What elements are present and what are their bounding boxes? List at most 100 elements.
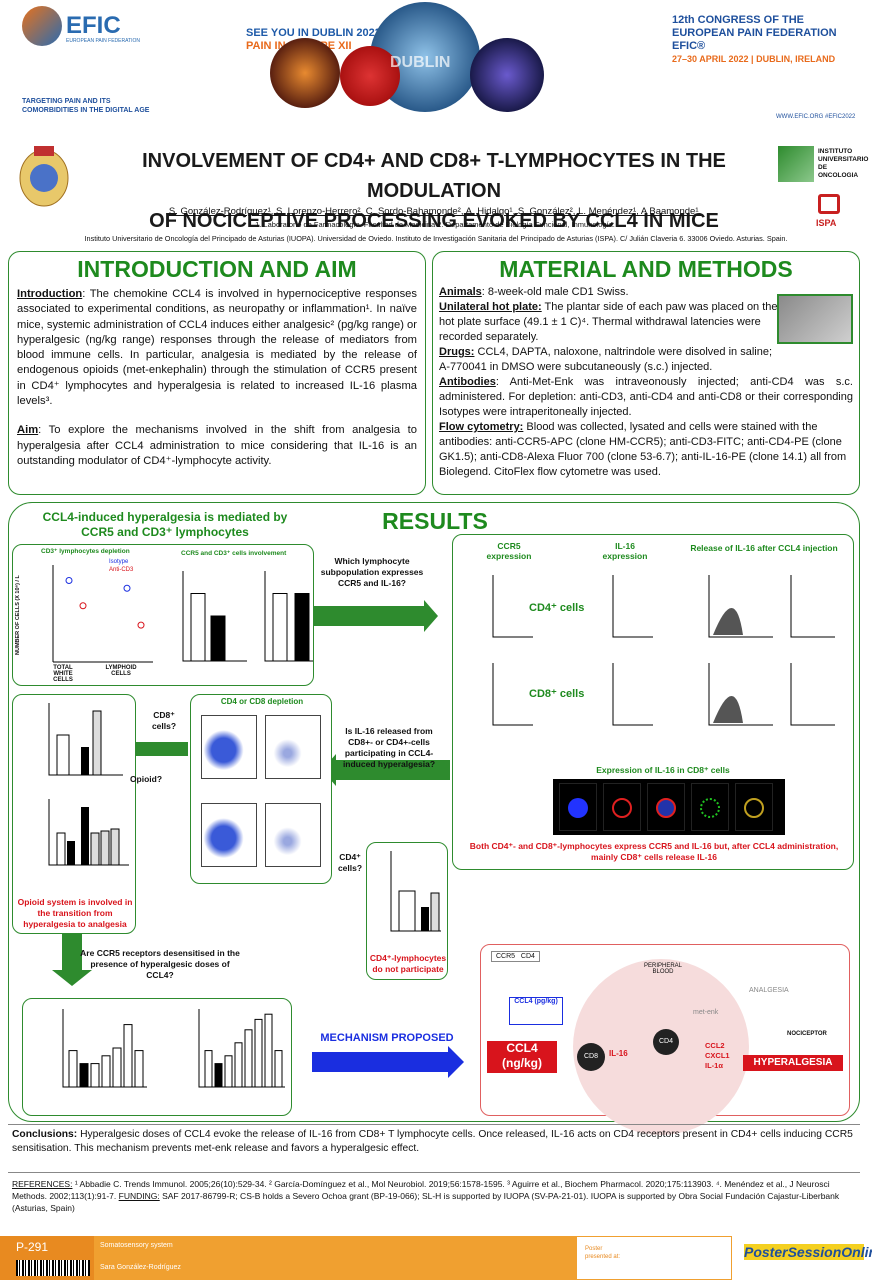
- intro-panel: INTRODUCTION AND AIM Introduction: The c…: [8, 251, 426, 495]
- mech-legend: CCR5 CD4: [491, 951, 540, 962]
- results-heading: RESULTS: [382, 508, 488, 534]
- legend-isotype: Isotype: [109, 559, 129, 565]
- animals-text: : 8-week-old male CD1 Swiss.: [481, 286, 629, 298]
- mechanism-diagram: CCR5 CD4 PERIPHERAL BLOOD CCL4 (pg/kg) C…: [480, 944, 850, 1135]
- desens-bar: [264, 1013, 273, 1088]
- desens-bars: [62, 1009, 285, 1088]
- footer-id-box: P-291: [0, 1236, 94, 1280]
- congress-info: 12th CONGRESS OF THE EUROPEAN PAIN FEDER…: [672, 14, 872, 66]
- aim-text: : To explore the mechanisms involved in …: [17, 424, 417, 467]
- header-circle-3: [470, 38, 544, 112]
- scatter-points: [65, 577, 145, 629]
- il16-release-title: Release of IL-16 after CCL4 injection: [690, 543, 838, 553]
- mouse-photo: [777, 294, 853, 344]
- funding-label: FUNDING:: [118, 1191, 160, 1201]
- q-which: Which lymphocyte subpopulation expresses…: [320, 556, 424, 588]
- antibodies-text: : Anti-Met-Enk was intraveonously inject…: [439, 376, 853, 418]
- ispa-logo: ISPA: [800, 194, 862, 240]
- pso-logo: PosterSessionOnline: [744, 1244, 872, 1260]
- see-you-line1: SEE YOU IN DUBLIN 2022: [246, 27, 381, 39]
- drugs-text: CCL4, DAPTA, naloxone, naltrindole were …: [439, 346, 773, 373]
- antibodies-label: Antibodies: [439, 376, 496, 388]
- mech-ccl4-ng: CCL4 (ng/kg): [487, 1041, 557, 1073]
- arrow-to-expression: [314, 600, 438, 632]
- mech-chem: CCL2 CXCL1 IL-1α: [705, 1041, 730, 1070]
- opioid-box: Opioid system is involved in the transit…: [12, 694, 136, 934]
- university-crest: [8, 142, 80, 212]
- funding-text: SAF 2017-86799-R; CS-B holds a Severo Oc…: [12, 1191, 840, 1213]
- ispa-name: ISPA: [816, 218, 837, 228]
- both-text: Both CD4⁺- and CD8⁺-lymphocytes express …: [469, 841, 839, 862]
- expression-plots: [492, 575, 835, 726]
- desens-bar: [244, 1029, 253, 1088]
- bar: [294, 593, 310, 662]
- hotplate-label: Unilateral hot plate:: [439, 301, 542, 313]
- bar: [190, 593, 206, 662]
- depletion-title: CD4 or CD8 depletion: [220, 697, 304, 706]
- divider-1: [8, 1124, 860, 1125]
- desens-bar: [112, 1047, 122, 1088]
- dublin-word: DUBLIN: [390, 54, 451, 71]
- cd8-cells-q: CD8⁺ cells?: [151, 710, 177, 731]
- micro-il16: [691, 783, 729, 831]
- desens-bar: [79, 1063, 89, 1088]
- opioid-involved: Opioid system is involved in the transit…: [17, 897, 133, 929]
- mech-analgesia: ANALGESIA: [749, 987, 789, 994]
- flow-anticd8: [265, 715, 321, 779]
- poster-at-box: Poster presented at:: [576, 1236, 732, 1280]
- mechanism-label: MECHANISM PROPOSED: [320, 1032, 454, 1044]
- mech-metenk: met-enk: [693, 1009, 719, 1016]
- cd4-box: CD4⁺-lymphocytes do not participate: [366, 842, 448, 980]
- crest-icon: [19, 146, 69, 207]
- q-released: Is IL-16 released from CD8+- or CD4+-cel…: [342, 726, 436, 769]
- expression-box: CCR5 expression IL-16 expression Release…: [452, 534, 854, 870]
- methods-panel: MATERIAL AND METHODS Animals: 8-week-old…: [432, 251, 860, 495]
- depletion-box: CD4 or CD8 depletion: [190, 694, 332, 884]
- xlabel-lymph: LYMPHOID CELLS: [105, 665, 137, 677]
- efic-logo: EFIC EUROPEAN PAIN FEDERATION: [22, 6, 142, 46]
- desens-bar: [204, 1050, 213, 1088]
- footer-bar: P-291 Somatosensory system Sara González…: [0, 1236, 580, 1280]
- desens-bar: [254, 1018, 263, 1088]
- ref-text: ¹ Abbadie C. Trends Immunol. 2005;26(10)…: [12, 1179, 830, 1201]
- scatter-point: [79, 602, 87, 610]
- header-circle-1: [270, 38, 340, 108]
- opioid-q: Opioid?: [129, 774, 163, 784]
- mech-il16: IL-16: [609, 1049, 628, 1058]
- flow-label: Flow cytometry:: [439, 421, 524, 433]
- desens-bar: [68, 1050, 78, 1088]
- footer-presenter: Sara González-Rodríguez: [100, 1264, 181, 1271]
- congress-line2: EUROPEAN PAIN FEDERATION EFIC®: [672, 27, 837, 52]
- mechanism-arrow: [312, 1052, 448, 1072]
- desensitisation-box: [22, 998, 292, 1116]
- aim-label: Aim: [17, 424, 39, 437]
- xlabel-total: TOTAL WHITE CELLS: [53, 665, 73, 683]
- animals-label: Animals: [439, 286, 482, 298]
- arrow-down: [62, 934, 82, 974]
- hotplate-text: The plantar side of each paw was placed …: [439, 301, 778, 343]
- desens-bar: [101, 1055, 111, 1088]
- authors: S. González-Rodríguez¹, S. Lorenzo-Herre…: [168, 206, 702, 217]
- desens-bar: [123, 1024, 133, 1088]
- scatter-point: [65, 577, 73, 585]
- mech-hyper: HYPERALGESIA: [743, 1055, 843, 1071]
- drugs-label: Drugs:: [439, 346, 475, 358]
- efic-mark-icon: [22, 6, 62, 46]
- affiliation-1: 1. Laboratorio de Farmacología. Facultad…: [255, 220, 615, 229]
- legend-anticd3: Anti-CD3: [109, 567, 134, 573]
- cd8-cells-label: CD8⁺ cells: [529, 688, 585, 700]
- iuo-name: INSTITUTO UNIVERSITARIO DE ONCOLOGIA: [818, 148, 869, 179]
- bar: [272, 593, 288, 662]
- efic-name: EFIC: [66, 12, 121, 39]
- flow-igg2a: [201, 715, 257, 779]
- title-line1: INVOLVEMENT OF CD4+ AND CD8+ T-LYMPHOCYT…: [142, 150, 726, 202]
- mechanism-arrow-head: [448, 1046, 464, 1078]
- references: REFERENCES: ¹ Abbadie C. Trends Immunol.…: [12, 1178, 860, 1214]
- divider-2: [8, 1172, 860, 1173]
- poster-title: INVOLVEMENT OF CD4+ AND CD8+ T-LYMPHOCYT…: [84, 146, 784, 236]
- iuo-logo: INSTITUTO UNIVERSITARIO DE ONCOLOGIA: [778, 146, 868, 190]
- il16-expression-title: IL-16 expression: [602, 541, 648, 561]
- conclusions-text: Hyperalgesic doses of CCL4 evoke the rel…: [12, 1129, 853, 1154]
- cd3-depletion-title: CD3⁺ lymphocytes depletion: [41, 548, 130, 555]
- cd4-cells-label: CD4⁺ cells: [529, 602, 585, 614]
